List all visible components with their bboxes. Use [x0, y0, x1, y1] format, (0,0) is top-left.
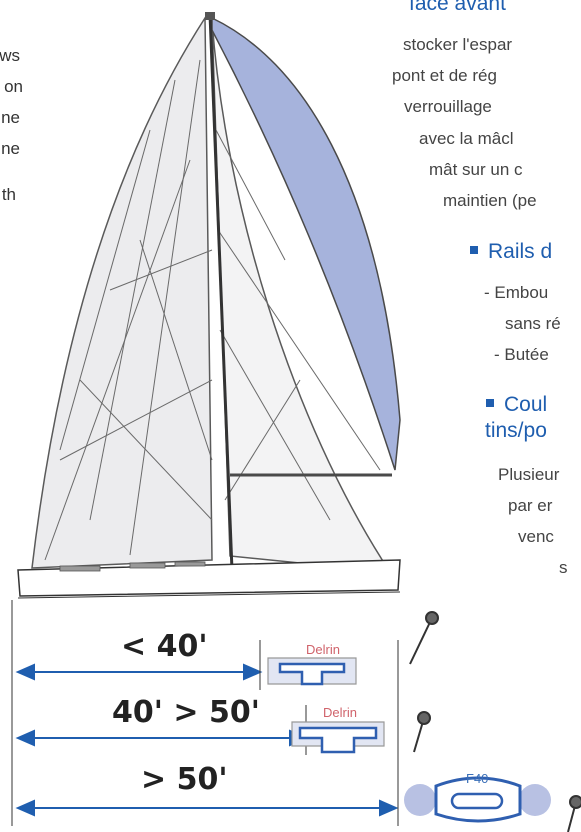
pin-icon-2	[413, 711, 431, 753]
right-text-line-4: avec la mâcl	[419, 129, 514, 148]
rails-item-2: sans ré	[505, 314, 561, 333]
right-text-line-2: pont et de rég	[392, 66, 497, 85]
rail-profile-small	[267, 657, 357, 686]
left-text-line-1: ws	[0, 46, 20, 65]
right-text-line-6: maintien (pe	[443, 191, 537, 210]
genoa-sail	[31, 15, 213, 569]
pin-icon-1	[409, 611, 439, 665]
coul-item-4: s	[559, 558, 568, 577]
right-top-heading: face avant	[409, 0, 506, 15]
left-text-line-2: y on	[0, 77, 23, 96]
left-text-line-4: ne	[1, 139, 20, 158]
coul-item-1: Plusieur	[498, 465, 560, 484]
delrin-label-2: Delrin	[323, 705, 357, 720]
rails-item-1: - Embou	[484, 283, 549, 302]
right-text-line-1: stocker l'espar	[403, 35, 513, 54]
coul-item-3: venc	[518, 527, 554, 546]
section-heading-coul: Coul	[486, 394, 547, 415]
delrin-label-1: Delrin	[306, 642, 340, 657]
left-text-line-5: th	[1, 185, 16, 204]
hull	[17, 559, 401, 597]
bullet-icon	[486, 399, 494, 408]
spinnaker-sail	[211, 16, 401, 471]
size-label-over-50: > 50'	[141, 762, 228, 797]
size-label-40-50: 40' > 50'	[112, 695, 260, 730]
section-heading-coul-line2: tins/po	[485, 419, 547, 442]
rails-item-3: - Butée	[494, 345, 549, 364]
rail-profile-medium	[291, 721, 385, 754]
pin-icon-3	[567, 795, 581, 832]
mast	[208, 13, 234, 571]
f40-label: F40	[466, 771, 489, 786]
coul-item-2: par er	[508, 496, 553, 515]
bullet-icon	[470, 246, 478, 255]
size-label-under-40: < 40'	[121, 629, 208, 664]
section-heading-rails: Rails d	[470, 241, 552, 262]
right-text-line-3: verrouillage	[404, 97, 492, 116]
left-text-line-3: ne	[1, 108, 20, 127]
right-text-line-5: mât sur un c	[429, 160, 523, 179]
mainsail	[211, 19, 392, 573]
f40-car-profile	[404, 776, 551, 823]
